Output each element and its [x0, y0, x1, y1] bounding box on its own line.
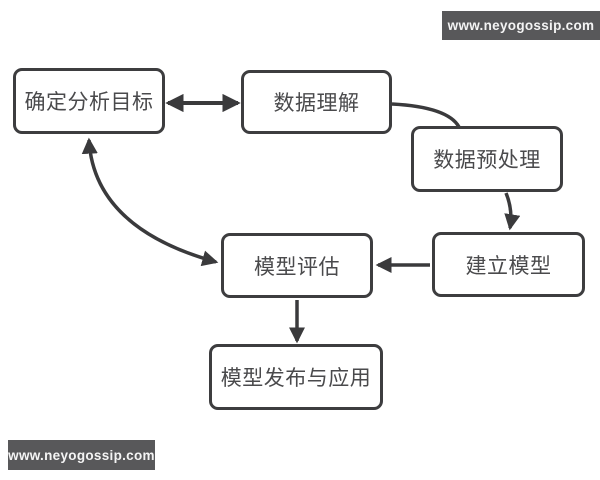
edge-preprocessing-buildmodel-arrow	[504, 192, 521, 231]
node-build-model: 建立模型	[432, 232, 585, 297]
node-data-preprocessing-label: 数据预处理	[433, 149, 541, 172]
watermark-bottom-left-text: www.neyogossip.com	[8, 447, 155, 463]
node-model-evaluation: 模型评估	[221, 233, 373, 298]
node-data-understanding: 数据理解	[241, 70, 392, 134]
watermark-bottom-left: www.neyogossip.com	[8, 440, 155, 470]
node-define-goal-label: 确定分析目标	[24, 91, 154, 114]
edge-goal-evaluation-curved-arrow	[81, 137, 219, 267]
edge-understanding-preprocessing-curve	[391, 102, 461, 128]
watermark-top-right-text: www.neyogossip.com	[447, 18, 595, 33]
node-data-preprocessing: 数据预处理	[411, 126, 563, 192]
node-data-understanding-label: 数据理解	[273, 92, 360, 115]
node-model-deployment-label: 模型发布与应用	[220, 367, 372, 390]
node-build-model-label: 建立模型	[465, 254, 552, 278]
node-model-deployment: 模型发布与应用	[209, 344, 383, 410]
watermark-top-right: www.neyogossip.com	[442, 11, 600, 40]
node-model-evaluation-label: 模型评估	[254, 255, 340, 279]
node-define-goal: 确定分析目标	[13, 68, 165, 134]
